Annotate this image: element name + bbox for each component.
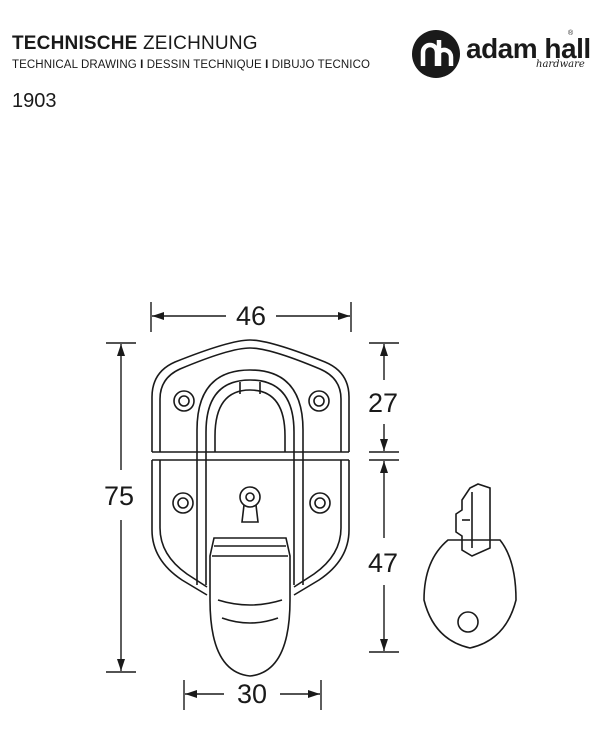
drawing-subtitle: TECHNICAL DRAWING I DESSIN TECHNIQUE I D… (12, 58, 370, 72)
model-number: 1903 (12, 90, 57, 112)
screw-hole (308, 390, 330, 412)
logo-sub-text: hardware (536, 59, 585, 70)
dim-upper-height: 27 (368, 388, 398, 418)
keyhole-icon (239, 486, 261, 523)
latch-drawing (151, 339, 350, 677)
screw-hole (173, 390, 195, 412)
screw-hole (309, 492, 331, 514)
brand-logo: adam hall ® hardware (410, 28, 591, 80)
header: TECHNISCHE ZEICHNUNG TECHNICAL DRAWING I… (12, 33, 370, 72)
subtitle-separator: I (140, 59, 144, 71)
dim-height-total: 75 (104, 481, 134, 511)
latch-lever (209, 537, 291, 677)
key-blade (455, 483, 491, 557)
subtitle-separator: I (265, 59, 269, 71)
logo-mark-icon (412, 30, 460, 78)
dimension-lines (106, 302, 399, 710)
latch-bail (196, 369, 304, 585)
subtitle-fr: DESSIN TECHNIQUE (146, 59, 262, 71)
subtitle-en: TECHNICAL DRAWING (12, 59, 137, 71)
logo-brand-text: adam hall (466, 33, 591, 64)
dim-width-top: 46 (236, 301, 266, 331)
screw-hole (172, 492, 194, 514)
key-bow (423, 539, 517, 649)
title-light: ZEICHNUNG (143, 33, 258, 54)
title-bold: TECHNISCHE (12, 33, 138, 54)
subtitle-es: DIBUJO TECNICO (271, 59, 371, 71)
dim-lower-height: 47 (368, 548, 398, 578)
logo-registered-mark: ® (568, 30, 574, 37)
latch-upper-plate (151, 339, 350, 452)
key-drawing (423, 483, 517, 649)
drawing-title: TECHNISCHE ZEICHNUNG (12, 33, 370, 55)
latch-lower-plate (151, 460, 208, 596)
dim-width-bottom: 30 (237, 679, 267, 709)
